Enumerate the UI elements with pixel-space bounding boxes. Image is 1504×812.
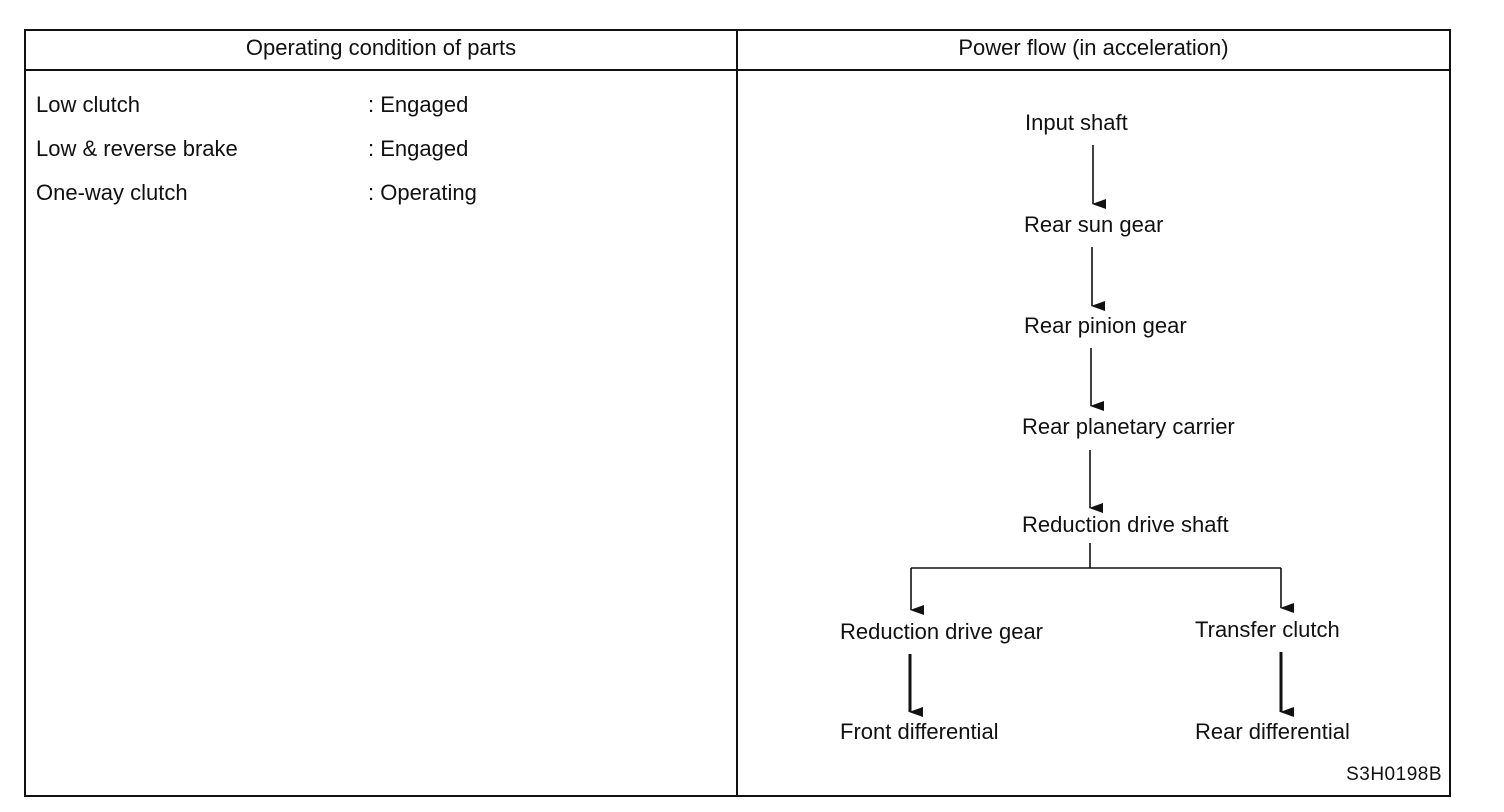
condition-part-low-reverse-brake: Low & reverse brake [36, 136, 238, 161]
node-transfer-clutch: Transfer clutch [1195, 617, 1340, 642]
node-reduction-drive-gear: Reduction drive gear [840, 619, 1044, 644]
condition-part-one-way-clutch: One-way clutch [36, 180, 188, 205]
condition-part-low-clutch: Low clutch [36, 92, 140, 117]
node-front-differential: Front differential [840, 719, 999, 744]
node-rear-differential: Rear differential [1195, 719, 1350, 744]
node-rear-planetary-carrier: Rear planetary carrier [1022, 414, 1235, 439]
condition-status-low-clutch: : Engaged [368, 92, 469, 117]
node-rear-pinion-gear: Rear pinion gear [1024, 313, 1187, 338]
figure-code: S3H0198B [1346, 764, 1442, 785]
condition-status-one-way-clutch: : Operating [368, 180, 477, 205]
column-divider [736, 29, 738, 797]
operating-condition-header: Operating condition of parts [245, 35, 517, 60]
header-divider [24, 69, 1451, 71]
condition-status-low-reverse-brake: : Engaged [368, 136, 469, 161]
node-rear-sun-gear: Rear sun gear [1024, 212, 1164, 237]
node-reduction-drive-shaft: Reduction drive shaft [1022, 512, 1229, 537]
node-input-shaft: Input shaft [1025, 110, 1128, 135]
power-flow-header: Power flow (in acceleration) [958, 35, 1229, 60]
